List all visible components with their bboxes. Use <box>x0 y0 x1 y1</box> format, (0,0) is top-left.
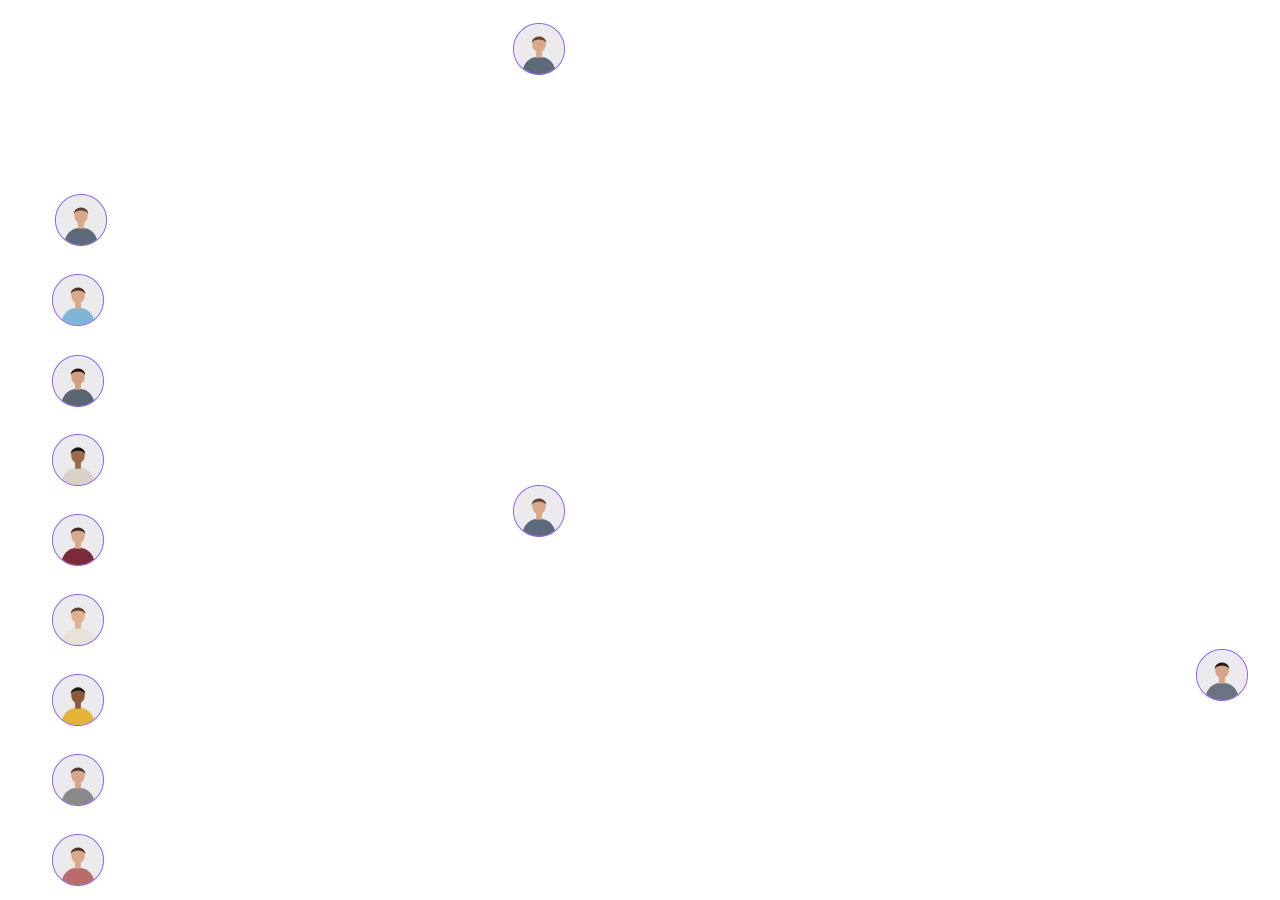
person-portrait-icon <box>53 595 103 645</box>
person-portrait-icon <box>53 515 103 565</box>
avatar-list-item[interactable] <box>55 194 107 246</box>
avatar-list-item[interactable] <box>52 594 104 646</box>
avatar-list-item[interactable] <box>52 274 104 326</box>
avatar-list-item[interactable] <box>52 754 104 806</box>
person-portrait-icon <box>53 435 103 485</box>
avatar-center[interactable] <box>513 485 565 537</box>
person-portrait-icon <box>514 24 564 74</box>
person-portrait-icon <box>53 835 103 885</box>
avatar-list-item[interactable] <box>52 355 104 407</box>
avatar-list-item[interactable] <box>52 514 104 566</box>
person-portrait-icon <box>53 755 103 805</box>
avatar-top[interactable] <box>513 23 565 75</box>
person-portrait-icon <box>56 195 106 245</box>
person-portrait-icon <box>1197 650 1247 700</box>
avatar-list-item[interactable] <box>52 834 104 886</box>
avatar-list-item[interactable] <box>52 434 104 486</box>
avatar-right[interactable] <box>1196 649 1248 701</box>
person-portrait-icon <box>514 486 564 536</box>
person-portrait-icon <box>53 275 103 325</box>
person-portrait-icon <box>53 675 103 725</box>
avatar-list-item[interactable] <box>52 674 104 726</box>
person-portrait-icon <box>53 356 103 406</box>
